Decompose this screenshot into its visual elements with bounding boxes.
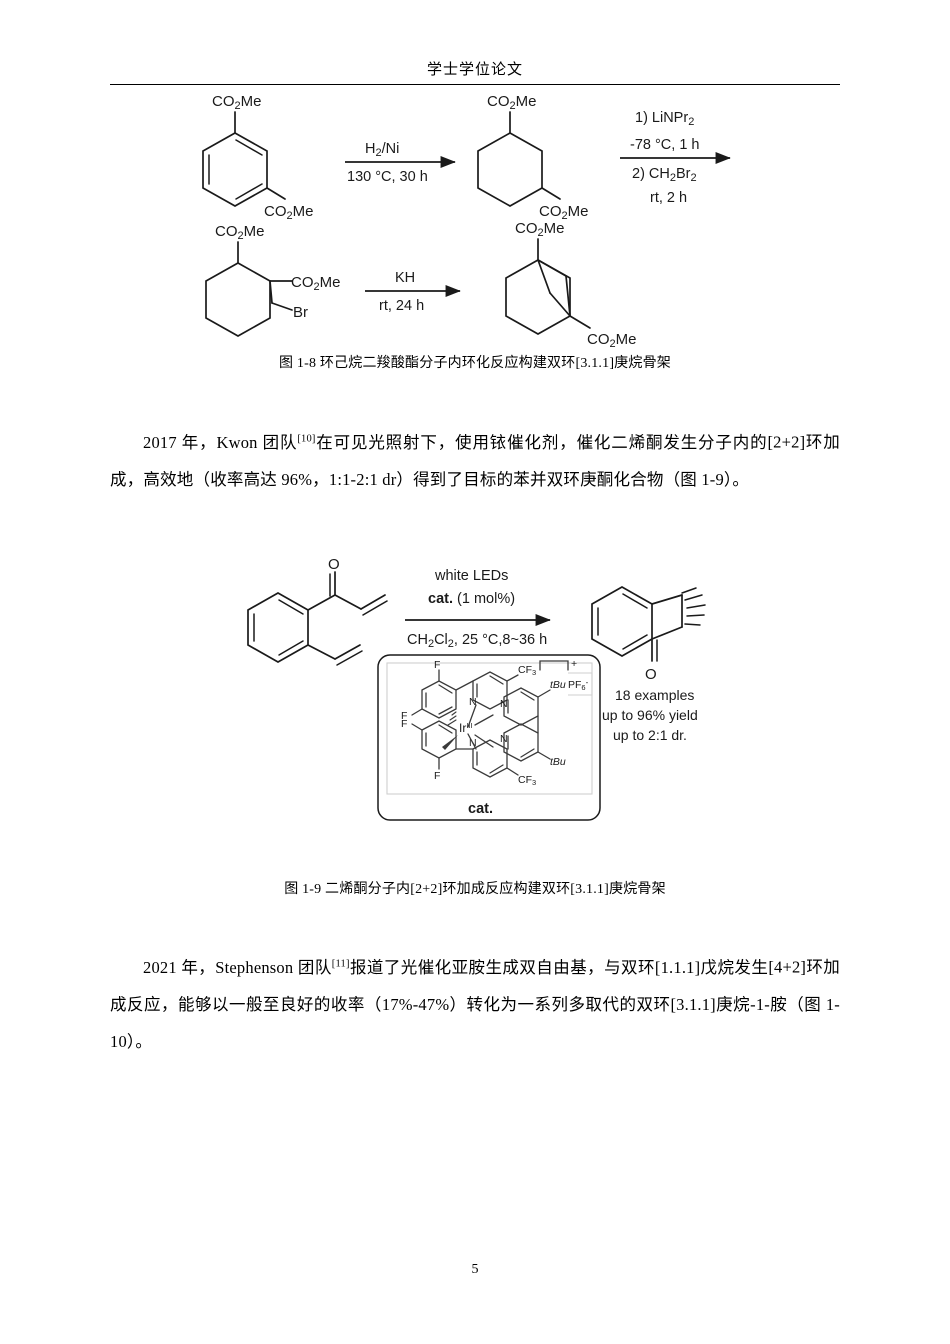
reaction-arrow-photocatalysis: white LEDs cat. (1 mol%) CH2Cl2, 25 °C,8… <box>405 568 551 650</box>
label-co2me-row2-top: CO2Me <box>215 223 264 242</box>
product-benzo-bicycloheptanone: O <box>591 586 706 683</box>
results-summary: 18 examples up to 96% yield up to 2:1 dr… <box>602 687 698 743</box>
condition-white-leds: white LEDs <box>434 568 508 584</box>
label-cf3-lower: CF3 <box>518 774 536 787</box>
label-fluorine-4: F <box>434 770 440 782</box>
label-co2me-product-bottom: CO2Me <box>587 331 636 350</box>
iridium-metal-center: IrIII <box>442 704 494 750</box>
condition-rt-2h: rt, 2 h <box>650 190 687 206</box>
condition-linpr2: 1) LiNPr2 <box>635 110 694 128</box>
label-counterion-pf6: PF6- <box>568 678 589 692</box>
label-fluorine-1: F <box>434 659 440 671</box>
ligand-dtbbpy: N tBu N tBu <box>500 679 566 768</box>
reaction-arrow-alkylation: 1) LiNPr2 -78 °C, 1 h 2) CH2Br2 rt, 2 h <box>620 110 731 206</box>
label-co2me-product-top: CO2Me <box>515 220 564 239</box>
label-tbu-upper: tBu <box>550 679 566 691</box>
label-cation-charge: + <box>571 658 577 670</box>
figure-caption-1-9: 图 1-9 二烯酮分子内[2+2]环加成反应构建双环[3.1.1]庚烷骨架 <box>284 882 666 897</box>
condition-h2-ni: H2/Ni <box>365 141 399 159</box>
reactant-bromomethyl-cyclohexane-diester: CO2Me CO2Me Br <box>205 223 340 337</box>
reactant-divinyl-aryl-ketone: O <box>247 556 388 666</box>
ligand-dfcf3ppy-upper: F F N CF3 <box>401 659 536 722</box>
header-divider <box>110 84 840 85</box>
label-iridium: IrIII <box>459 721 473 735</box>
paragraph-1-line-2: [2+2]环加成，高效地（收率高达 96%，1:1-2:1 dr）得到了目标的苯… <box>110 432 840 489</box>
paragraph-kwon-2017: 2017 年，Kwon 团队[10]在可见光照射下，使用铱催化剂，催化二烯酮发生… <box>110 420 840 498</box>
result-yield: up to 96% yield <box>602 707 698 723</box>
reaction-arrow-cyclization: KH rt, 24 h <box>365 270 461 314</box>
label-nitrogen-1: N <box>469 696 477 708</box>
label-co2me-top-mid: CO2Me <box>487 93 536 112</box>
catalyst-structure-box: + PF6- F F <box>377 654 601 821</box>
label-cf3-upper: CF3 <box>518 664 536 677</box>
catalyst-label: cat. <box>468 801 493 817</box>
result-examples: 18 examples <box>615 687 694 703</box>
label-nitrogen-4: N <box>500 733 508 745</box>
label-tbu-lower: tBu <box>550 756 566 768</box>
condition-kh: KH <box>395 270 415 286</box>
label-co2me-row2-mid: CO2Me <box>291 274 340 293</box>
scheme-figure-1-8: CO2Me CO2Me H2/Ni 130 °C, 30 h <box>150 88 850 350</box>
figure-caption-1-8: 图 1-8 环己烷二羧酸酯分子内环化反应构建双环[3.1.1]庚烷骨架 <box>279 356 671 371</box>
product-cyclohexane-diester: CO2Me CO2Me <box>477 93 588 222</box>
scheme-figure-1-9: O white LEDs cat. (1 mol%) CH2Cl2, 25 °C… <box>230 555 770 875</box>
condition-rt-24h: rt, 24 h <box>379 298 424 314</box>
condition-130c-30h: 130 °C, 30 h <box>347 169 428 185</box>
label-ketone-oxygen: O <box>328 556 340 573</box>
result-dr: up to 2:1 dr. <box>613 727 687 743</box>
condition-ch2br2: 2) CH2Br2 <box>632 166 697 184</box>
paragraph-1-line-1: 2017 年，Kwon 团队[10]在可见光照射下，使用铱催化剂，催化二烯酮发生… <box>143 432 768 452</box>
stereo-hash-bonds <box>681 587 706 626</box>
paragraph-2-line-2: [4+2]环加成反应，能够以一般至良好的收率（17%-47%）转化为一系列多取代… <box>110 957 840 1014</box>
label-fluorine-2: F <box>401 710 407 722</box>
label-br: Br <box>293 304 308 321</box>
paragraph-2-line-3: [3.1.1]庚烷-1-胺（图 1-10）。 <box>110 994 841 1051</box>
condition-catalyst-loading: cat. (1 mol%) <box>428 591 515 607</box>
condition-solvent-temp-time: CH2Cl2, 25 °C,8~36 h <box>407 632 547 650</box>
reaction-arrow-hydrogenation: H2/Ni 130 °C, 30 h <box>345 141 456 185</box>
label-co2me-bottom-mid: CO2Me <box>539 203 588 222</box>
product-bicyclo311heptane-diester: CO2Me CO2Me <box>505 220 636 350</box>
reactant-dimethyl-isophthalate: CO2Me CO2Me <box>202 93 313 222</box>
label-co2me-top-left: CO2Me <box>212 93 261 112</box>
label-co2me-bottom-left: CO2Me <box>264 203 313 222</box>
page-number: 5 <box>471 1262 479 1277</box>
paragraph-1-line-3: （图 1-9）。 <box>663 469 750 489</box>
stereo-hash-iridium <box>447 711 457 726</box>
label-fluorine-3: F <box>401 718 407 730</box>
page-header-title: 学士学位论文 <box>426 61 523 78</box>
paragraph-stephenson-2021: 2021 年，Stephenson 团队[11]报道了光催化亚胺生成双自由基，与… <box>110 945 840 1060</box>
label-product-oxygen: O <box>645 666 657 683</box>
condition-minus78c-1h: -78 °C, 1 h <box>630 137 699 153</box>
label-nitrogen-3: N <box>500 698 508 710</box>
paragraph-2-line-1: 2021 年，Stephenson 团队[11]报道了光催化亚胺生成双自由基，与… <box>143 957 769 977</box>
